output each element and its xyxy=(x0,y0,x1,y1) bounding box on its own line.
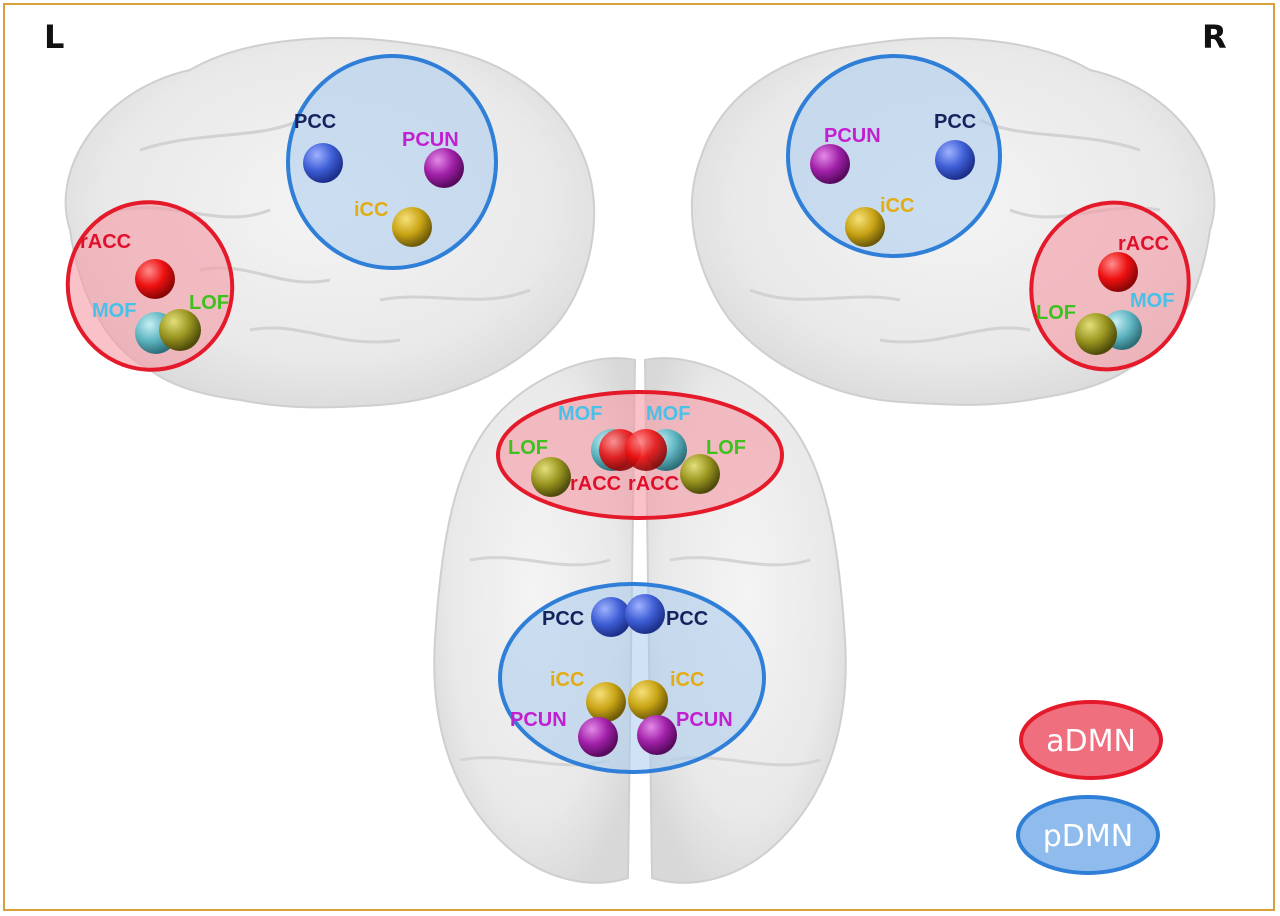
right-hemisphere-view: PCUN PCC iCC rACC LOF MOF xyxy=(690,37,1216,406)
label-left-lof: LOF xyxy=(189,292,229,314)
node-right-racc xyxy=(1098,252,1138,292)
label-right-icc: iCC xyxy=(880,195,914,217)
label-axial-lof-right: LOF xyxy=(706,437,746,459)
axial-view: MOF MOF LOF LOF rACC rACC PCC PCC iCC iC… xyxy=(433,357,847,884)
node-left-pcc xyxy=(303,143,343,183)
left-brain-sulci xyxy=(119,118,531,344)
node-axial-pcun-left xyxy=(578,717,618,757)
node-axial-lof-right xyxy=(680,454,720,494)
label-axial-pcc-left: PCC xyxy=(542,608,584,630)
label-left-pcun: PCUN xyxy=(402,129,459,151)
legend-adnm-swatch xyxy=(1019,700,1163,780)
node-right-icc xyxy=(845,207,885,247)
label-axial-pcc-right: PCC xyxy=(666,608,708,630)
label-right-mof: MOF xyxy=(1130,290,1174,312)
node-left-icc xyxy=(392,207,432,247)
label-left-pcc: PCC xyxy=(294,111,336,133)
axial-brain-sulci xyxy=(459,556,821,767)
legend-adnm-label: aDMN xyxy=(1046,724,1136,759)
node-axial-lof-left xyxy=(531,457,571,497)
label-left-mof: MOF xyxy=(92,300,136,322)
label-left-icc: iCC xyxy=(354,199,388,221)
legend-pdmn-label: pDMN xyxy=(1043,819,1133,854)
node-left-pcun xyxy=(424,148,464,188)
label-axial-racc-left: rACC xyxy=(570,473,621,495)
label-right-pcun: PCUN xyxy=(824,125,881,147)
left-pdmn-region xyxy=(286,54,498,270)
label-axial-racc-right: rACC xyxy=(628,473,679,495)
node-axial-pcc-left xyxy=(591,597,631,637)
label-axial-pcun-right: PCUN xyxy=(676,709,733,731)
left-hemisphere-view: PCC PCUN iCC rACC MOF LOF xyxy=(64,37,596,409)
node-right-pcc xyxy=(935,140,975,180)
label-axial-lof-left: LOF xyxy=(508,437,548,459)
node-axial-racc-right xyxy=(625,429,667,471)
label-axial-icc-left: iCC xyxy=(550,669,584,691)
node-left-lof xyxy=(159,309,201,351)
node-left-racc xyxy=(135,259,175,299)
label-axial-mof-right: MOF xyxy=(646,403,690,425)
node-right-pcun xyxy=(810,144,850,184)
label-right-pcc: PCC xyxy=(934,111,976,133)
label-axial-pcun-left: PCUN xyxy=(510,709,567,731)
right-hemisphere-label: R xyxy=(1202,18,1227,56)
axial-pdmn-region xyxy=(498,582,766,774)
legend-pdmn-swatch xyxy=(1016,795,1160,875)
label-axial-icc-right: iCC xyxy=(670,669,704,691)
label-right-lof: LOF xyxy=(1036,302,1076,324)
legend: aDMN pDMN xyxy=(1016,700,1163,875)
node-axial-pcc-right xyxy=(625,594,665,634)
node-right-lof xyxy=(1075,313,1117,355)
left-hemisphere-label: L xyxy=(44,18,65,56)
label-right-racc: rACC xyxy=(1118,233,1169,255)
label-left-racc: rACC xyxy=(80,231,131,253)
right-pdmn-region xyxy=(786,54,1002,258)
node-axial-icc-left xyxy=(586,682,626,722)
node-axial-pcun-right xyxy=(637,715,677,755)
node-axial-icc-right xyxy=(628,680,668,720)
label-axial-mof-left: MOF xyxy=(558,403,602,425)
